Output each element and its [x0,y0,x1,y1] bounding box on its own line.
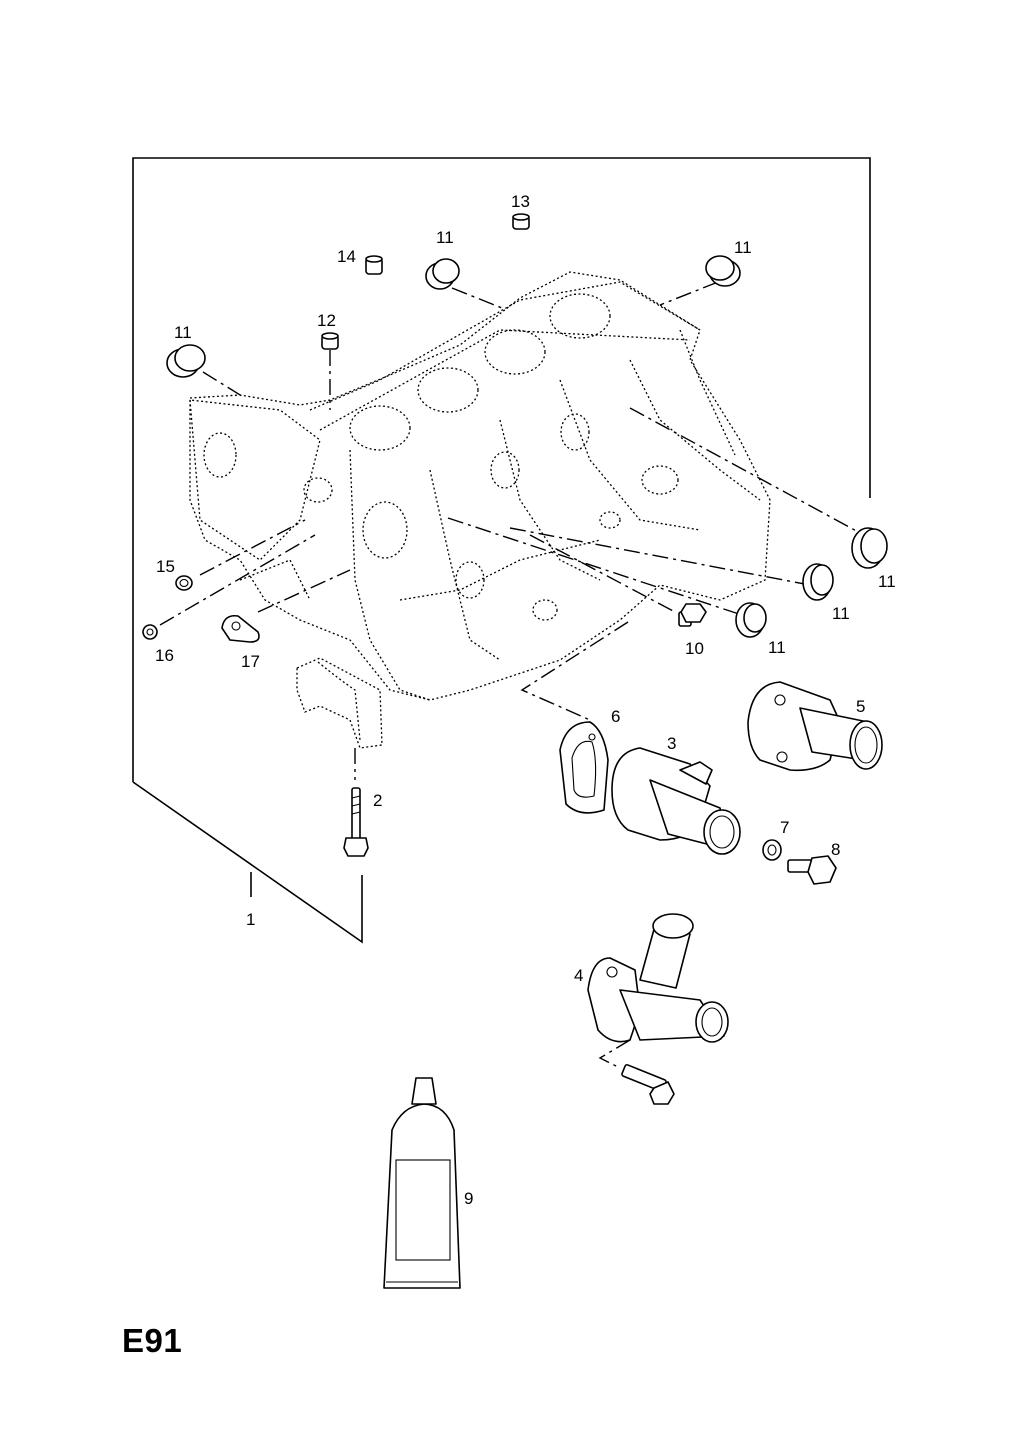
welch-plug-11-right-3 [735,602,767,638]
callout-9: 9 [464,1189,473,1208]
sealant-tube-9 [383,1077,461,1289]
gasket-6 [559,721,609,814]
callout-13: 13 [511,192,530,211]
callout-15: 15 [156,557,175,576]
plug-14 [365,255,383,275]
welch-plug-11-right-2 [802,563,834,601]
welch-plug-11-top-right [705,255,741,287]
callout-14: 14 [337,247,356,266]
welch-plug-11-right-1 [851,527,888,569]
callout-11-left: 11 [174,323,192,342]
callout-1: 1 [246,910,255,929]
welch-plug-11-top-left [425,258,460,290]
bolt-8 [787,855,837,885]
coolant-pipe-3 [611,747,741,855]
callout-6: 6 [611,707,620,726]
cylinder-block [189,271,771,701]
callout-12: 12 [317,311,336,330]
callout-11-right-2: 11 [832,604,850,623]
callout-16: 16 [155,646,174,665]
leader-lines [159,281,863,1069]
callout-11-top-right: 11 [734,238,752,257]
coolant-pipe-5 [747,681,883,772]
washer-7 [762,839,782,861]
callout-2: 2 [373,791,382,810]
welch-plug-11-left [166,344,206,378]
bolt-10 [678,603,707,627]
gasket-17 [221,614,260,643]
bolt-pipe-4 [621,1063,675,1105]
callout-7: 7 [780,818,789,837]
coolant-pipe-4 [587,913,729,1043]
callout-3: 3 [667,734,676,753]
bearing-cap [296,657,383,749]
callout-11-top-left: 11 [436,228,454,247]
bush-12 [321,332,339,350]
callout-4: 4 [574,966,583,985]
callout-11-right-3: 11 [768,638,786,657]
diagram-code: E91 [122,1322,183,1359]
callout-5: 5 [856,697,865,716]
callout-10: 10 [685,639,704,658]
callout-17: 17 [241,652,260,671]
callout-8: 8 [831,840,840,859]
bush-13 [512,213,530,230]
callout-11-right-1: 11 [878,572,896,591]
assembly-frame [132,157,871,944]
bolt-2 [343,787,369,857]
plug-15 [175,575,193,591]
plug-16 [142,624,158,640]
